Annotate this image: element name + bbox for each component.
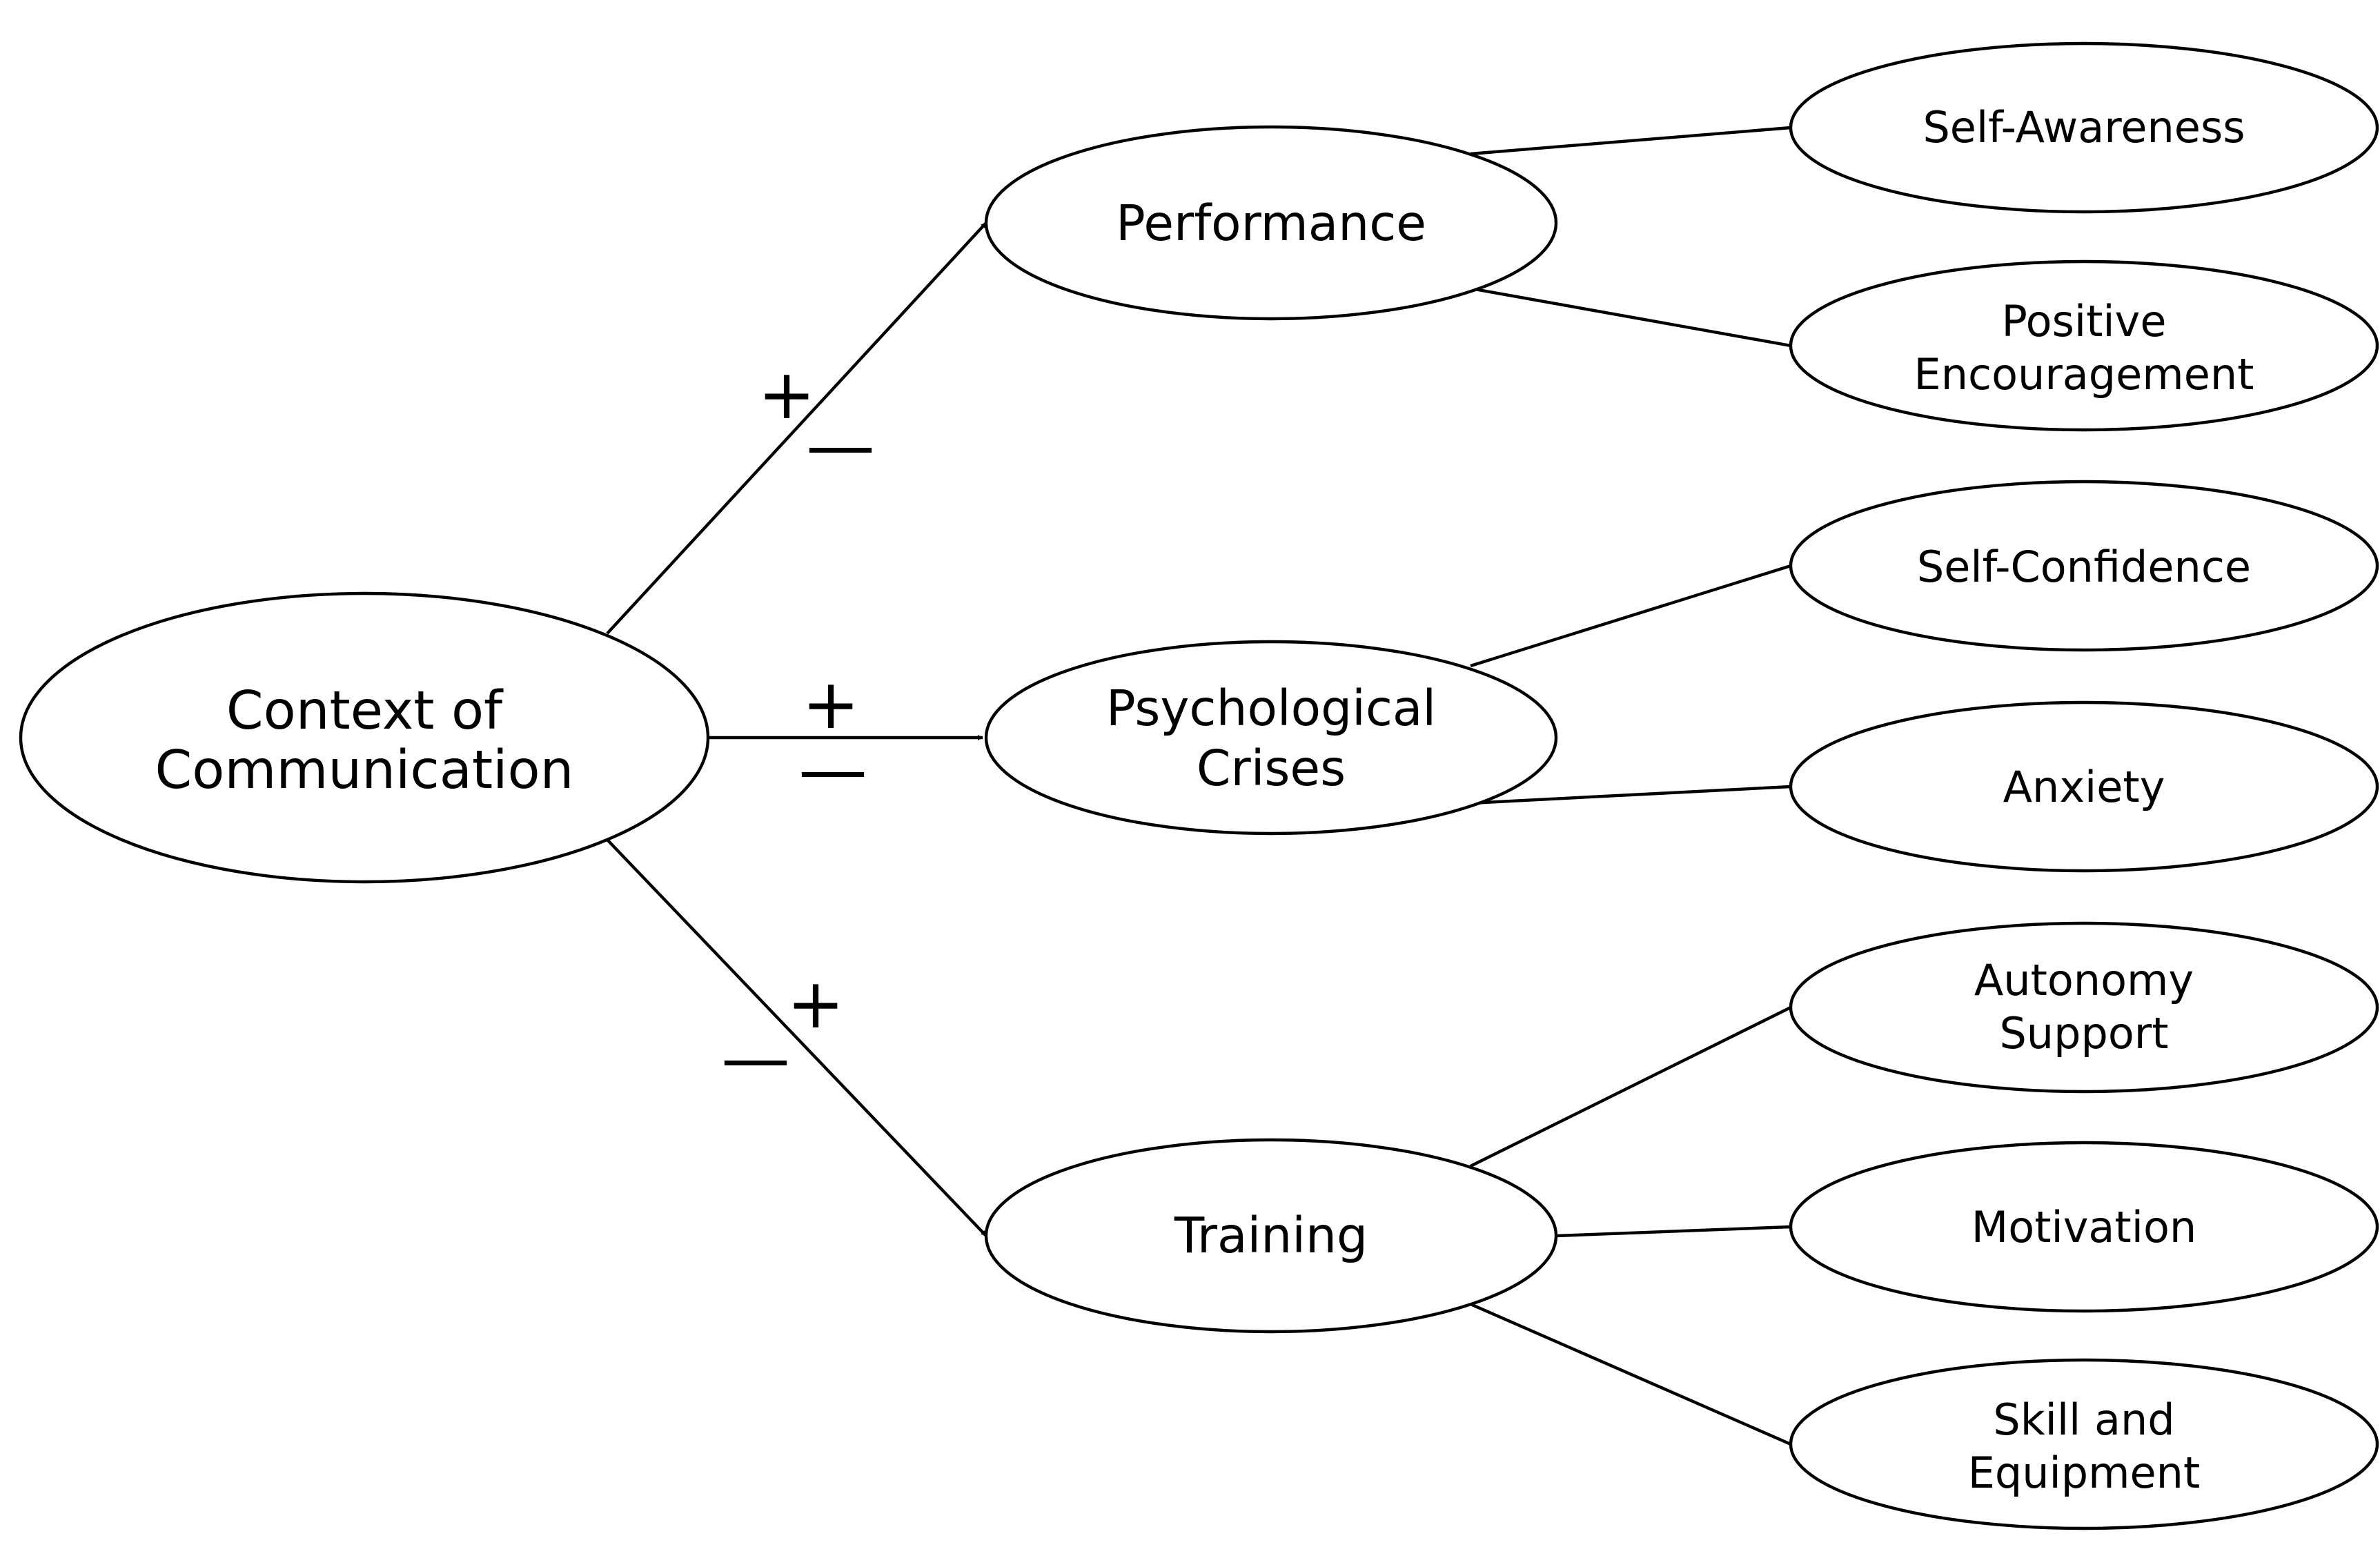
anxiety-label: Anxiety	[2003, 762, 2165, 812]
psychological-crises-label-line-1: Psychological	[1106, 680, 1436, 737]
performance-plus-sign: +	[758, 354, 816, 435]
node-anxiety: Anxiety	[1789, 700, 2379, 873]
node-training: Training	[984, 1138, 1558, 1334]
psychological-crises-minus-sign: —	[798, 729, 867, 810]
node-context-of-communication: Context of Communication	[19, 591, 710, 884]
arrow-to-performance	[606, 221, 987, 635]
motivation-label: Motivation	[1971, 1202, 2196, 1252]
node-motivation: Motivation	[1789, 1141, 2379, 1313]
node-skill-and-equipment: Skill and Equipment	[1789, 1358, 2379, 1530]
root-label-line-1: Context of	[226, 680, 504, 742]
svg-text:Communication: Communication	[155, 740, 574, 801]
root-label-line-2: Communication	[155, 740, 574, 801]
svg-text:Context of: Context of	[226, 680, 504, 742]
node-psychological-crises: Psychological Crises	[984, 640, 1558, 836]
node-self-confidence: Self-Confidence	[1789, 480, 2379, 652]
self-awareness-label: Self-Awareness	[1922, 102, 2245, 152]
node-self-awareness: Self-Awareness	[1789, 41, 2379, 214]
skill-and-equipment-label-line-2: Equipment	[1968, 1448, 2201, 1498]
link-performance-self-awareness	[1470, 126, 1791, 156]
skill-and-equipment-label-line-1: Skill and	[1993, 1395, 2174, 1445]
positive-encouragement-label-line-1: Positive	[2001, 296, 2166, 346]
node-autonomy-support: Autonomy Support	[1789, 921, 2379, 1094]
autonomy-support-label-line-1: Autonomy	[1974, 955, 2194, 1005]
link-training-motivation	[1555, 1225, 1791, 1238]
performance-minus-sign: —	[806, 405, 875, 486]
link-psychological-crises-anxiety	[1470, 785, 1791, 805]
performance-label: Performance	[1116, 195, 1426, 252]
self-confidence-label: Self-Confidence	[1917, 542, 2251, 592]
link-training-autonomy-support	[1470, 1006, 1791, 1167]
node-performance: Performance	[984, 125, 1558, 321]
link-performance-positive-encouragement	[1470, 286, 1791, 348]
positive-encouragement-label-line-2: Encouragement	[1914, 349, 2254, 400]
training-plus-sign: +	[787, 963, 845, 1044]
psychological-crises-plus-sign: +	[802, 664, 860, 745]
autonomy-support-label-line-2: Support	[1999, 1008, 2168, 1058]
psychological-crises-label-line-2: Crises	[1197, 740, 1346, 797]
training-minus-sign: —	[721, 1018, 790, 1098]
training-label: Training	[1174, 1207, 1368, 1264]
link-training-skill-and-equipment	[1470, 1302, 1791, 1446]
arrow-to-training	[606, 838, 987, 1237]
node-positive-encouragement: Positive Encouragement	[1789, 259, 2379, 432]
link-psychological-crises-self-confidence	[1470, 564, 1791, 668]
